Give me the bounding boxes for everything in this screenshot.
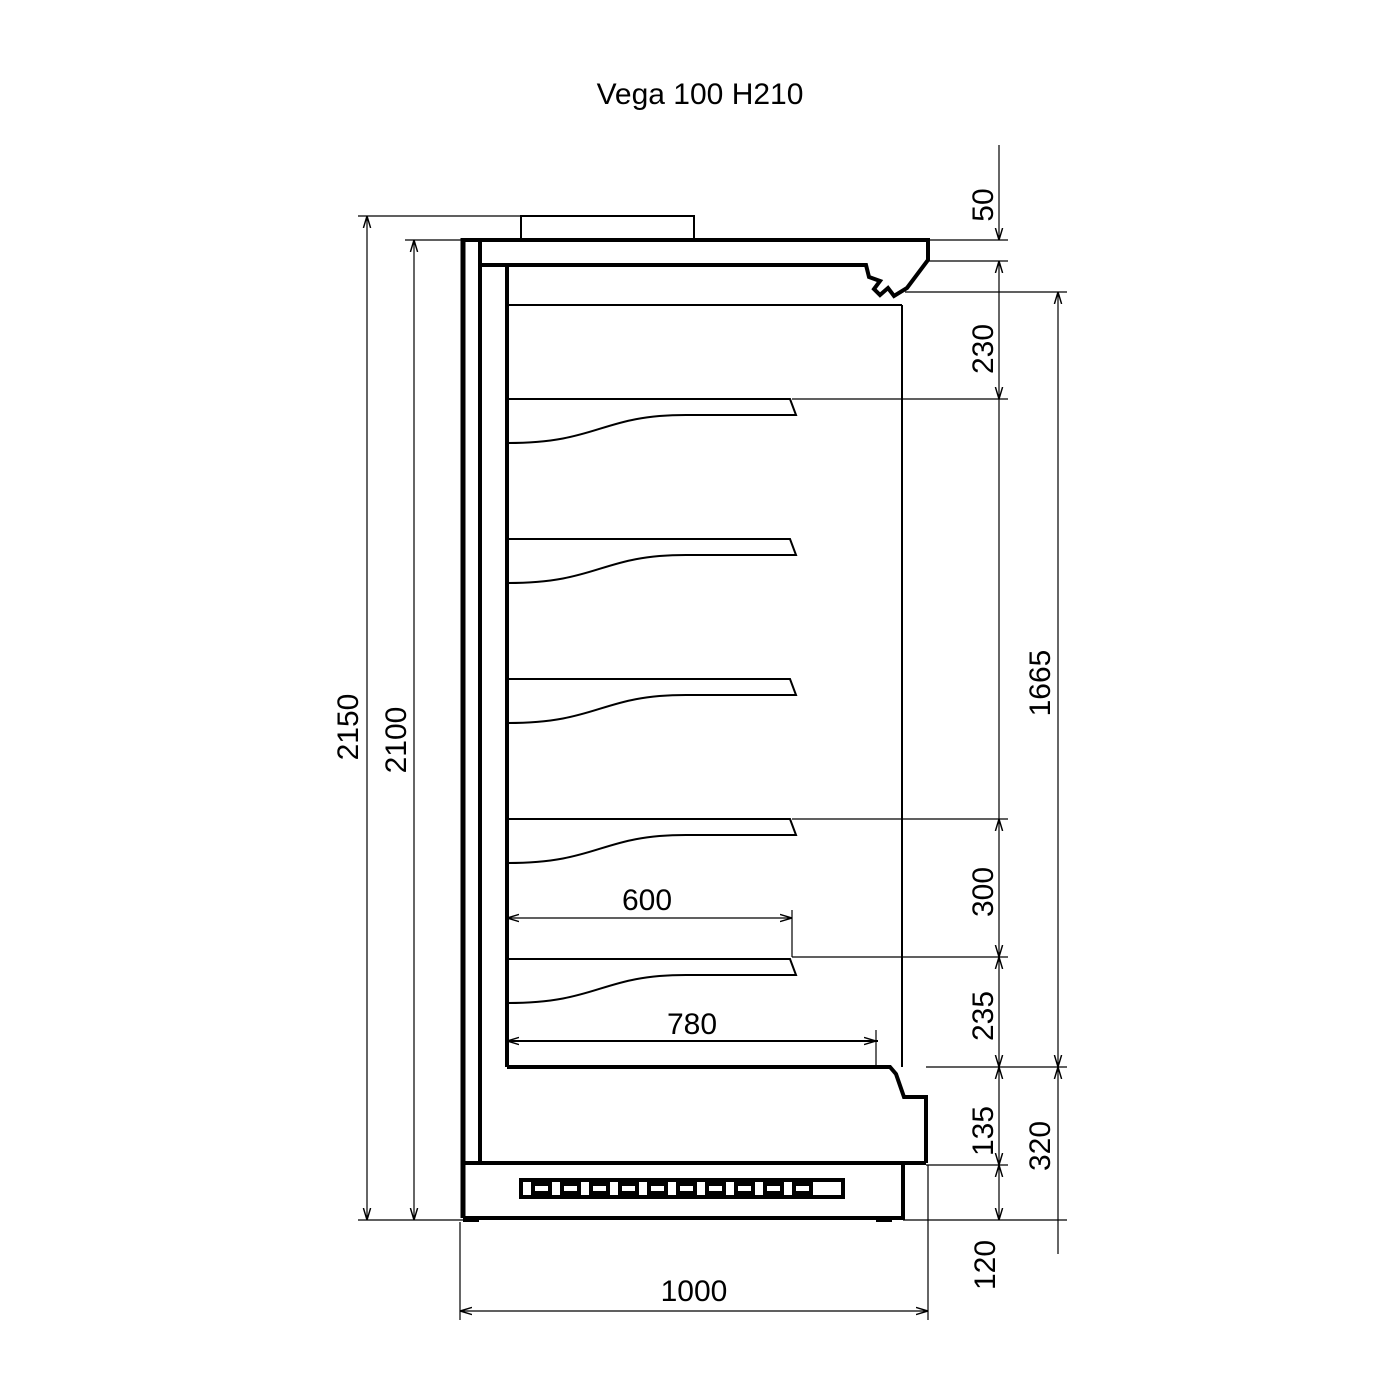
label-50: 50: [967, 188, 1000, 221]
dimension-labels: 2150 2100 50 230 1665 300 235 135 320 12…: [332, 188, 1057, 1308]
left-foot: [463, 1216, 479, 1222]
lower-deck: [507, 1065, 928, 1163]
label-120: 120: [969, 1240, 1002, 1290]
top-panel: [463, 238, 930, 299]
right-foot: [876, 1216, 892, 1222]
label-320: 320: [1024, 1121, 1057, 1171]
label-600: 600: [622, 884, 672, 917]
label-2150: 2150: [332, 694, 365, 761]
grille-slots: [531, 1182, 813, 1195]
shelf-3: [506, 678, 798, 724]
label-1000: 1000: [661, 1275, 728, 1308]
shelf-5: [506, 958, 798, 1004]
shelf-4: [506, 818, 798, 864]
dimension-lines: [367, 145, 1058, 1311]
shelves: [506, 398, 798, 1004]
label-780: 780: [667, 1008, 717, 1041]
air-grille: [519, 1178, 845, 1199]
label-1665: 1665: [1024, 650, 1057, 717]
top-unit: [520, 215, 695, 241]
shelf-1: [506, 398, 798, 444]
drawing-title: Vega 100 H210: [597, 78, 804, 111]
label-2100: 2100: [380, 707, 413, 774]
label-230: 230: [967, 324, 1000, 374]
extension-lines: [358, 215, 1067, 1320]
label-135: 135: [967, 1106, 1000, 1156]
label-300: 300: [967, 867, 1000, 917]
label-235: 235: [967, 991, 1000, 1041]
cabinet: [460, 215, 930, 1222]
shelf-2: [506, 538, 798, 584]
